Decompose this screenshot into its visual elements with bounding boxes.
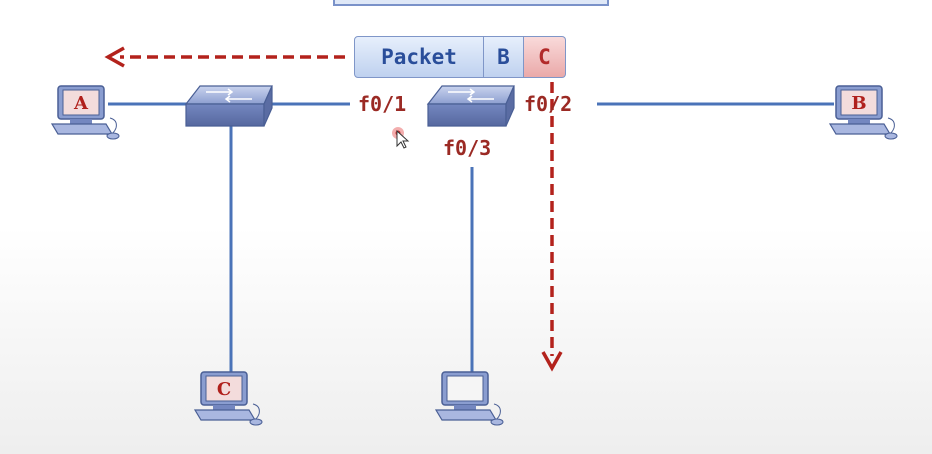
packet-destination: B — [484, 36, 524, 78]
arrow-down — [541, 82, 563, 372]
host-a: A — [50, 84, 122, 144]
mouse-cursor-icon — [392, 127, 410, 149]
host-a-label: A — [74, 93, 88, 114]
computer-icon — [434, 371, 504, 426]
host-unlabeled — [434, 370, 506, 430]
computer-icon — [50, 85, 120, 140]
host-b: B — [828, 84, 900, 144]
computer-icon — [828, 85, 898, 140]
packet-source: C — [524, 36, 566, 78]
computer-icon — [193, 371, 263, 426]
top-banner-edge — [333, 0, 609, 6]
switch-1 — [184, 85, 273, 127]
host-c: C — [193, 370, 265, 430]
packet-header: Packet B C — [354, 36, 566, 78]
port-label-f0-2: f0/2 — [524, 92, 573, 116]
switch-2 — [426, 85, 515, 127]
port-label-f0-1: f0/1 — [355, 92, 410, 116]
port-label-f0-3: f0/3 — [440, 136, 495, 160]
host-unlabeled-label — [447, 378, 483, 401]
host-c-label: C — [216, 379, 232, 400]
arrow-left — [104, 46, 345, 68]
host-b-label: B — [851, 93, 867, 114]
packet-payload: Packet — [354, 36, 484, 78]
